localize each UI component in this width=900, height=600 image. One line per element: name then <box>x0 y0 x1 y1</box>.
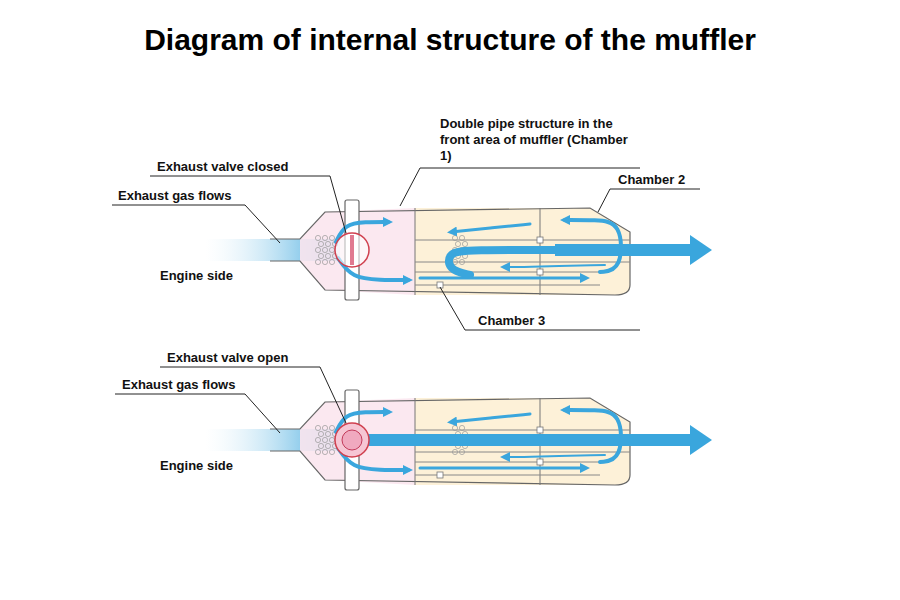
side-label: Engine side <box>160 268 233 284</box>
outlet-arrowhead <box>690 235 712 265</box>
hole <box>459 259 464 264</box>
hole <box>452 425 457 430</box>
leader-line <box>598 189 610 212</box>
baffle <box>415 208 416 295</box>
callout-label: Exhaust gas flows <box>118 188 231 204</box>
leader-line <box>400 168 420 206</box>
leader-line <box>112 205 280 243</box>
hole <box>329 235 334 240</box>
hole <box>322 449 327 454</box>
hole <box>459 235 464 240</box>
gas-flow <box>505 455 605 457</box>
hole <box>329 437 334 442</box>
hole <box>315 235 320 240</box>
hole <box>329 259 334 264</box>
callout-label: Double pipe structure in the front area … <box>440 116 635 164</box>
hole <box>318 431 323 436</box>
hole <box>452 449 457 454</box>
gas-flow <box>420 277 585 280</box>
callout-label: Chamber 3 <box>478 313 545 329</box>
hole <box>329 247 334 252</box>
hole <box>315 437 320 442</box>
hole <box>325 431 330 436</box>
hole <box>325 241 330 246</box>
hole <box>322 425 327 430</box>
hole <box>459 425 464 430</box>
hole <box>322 247 327 252</box>
muffler-closed <box>205 200 712 300</box>
valve-disc <box>342 430 362 450</box>
pipe-clip <box>537 427 543 433</box>
outlet-flow <box>555 434 692 446</box>
title: Diagram of internal structure of the muf… <box>0 22 900 58</box>
callout-label: Exhaust gas flows <box>122 377 235 393</box>
exhaust-valve <box>335 423 369 457</box>
pipe-clip <box>537 269 543 275</box>
pipe-clip <box>537 237 543 243</box>
hole <box>455 241 460 246</box>
leader-line <box>420 168 640 169</box>
gas-flow <box>452 224 530 232</box>
hole <box>452 235 457 240</box>
callout-label: Chamber 2 <box>618 172 685 188</box>
hole <box>315 425 320 430</box>
hole <box>318 253 323 258</box>
inner-pipe <box>415 452 630 453</box>
hole <box>329 425 334 430</box>
outlet-flow <box>555 244 692 256</box>
leader-line <box>465 330 640 331</box>
inner-pipe <box>415 272 600 273</box>
muffler-open <box>205 390 712 490</box>
inner-pipe <box>415 462 600 463</box>
hole <box>329 449 334 454</box>
hole <box>315 449 320 454</box>
hole <box>315 247 320 252</box>
gas-flow <box>449 250 560 275</box>
leader-lines <box>112 168 700 433</box>
pipe-clip <box>437 472 443 478</box>
hole <box>325 253 330 258</box>
hole <box>459 449 464 454</box>
leader-line <box>115 394 280 433</box>
callout-label: Exhaust valve closed <box>157 159 289 175</box>
hole <box>322 437 327 442</box>
hole <box>325 443 330 448</box>
pipe-clip <box>537 459 543 465</box>
inner-pipe <box>415 240 630 241</box>
gas-flow <box>368 434 560 446</box>
hole <box>322 259 327 264</box>
hole <box>315 259 320 264</box>
inner-pipe <box>415 430 630 431</box>
hole <box>462 241 467 246</box>
leader-line <box>610 189 700 190</box>
exhaust-valve <box>335 233 369 267</box>
hole <box>322 235 327 240</box>
side-label: Engine side <box>160 458 233 474</box>
outlet-arrowhead <box>690 425 712 455</box>
callout-label: Exhaust valve open <box>167 350 288 366</box>
leader-line <box>160 367 346 423</box>
gas-flow <box>452 414 530 422</box>
gas-flow <box>505 265 605 267</box>
gas-flow <box>420 467 585 470</box>
leader-line <box>440 287 465 330</box>
valve-plate <box>350 235 354 265</box>
hole <box>318 443 323 448</box>
hole <box>318 241 323 246</box>
